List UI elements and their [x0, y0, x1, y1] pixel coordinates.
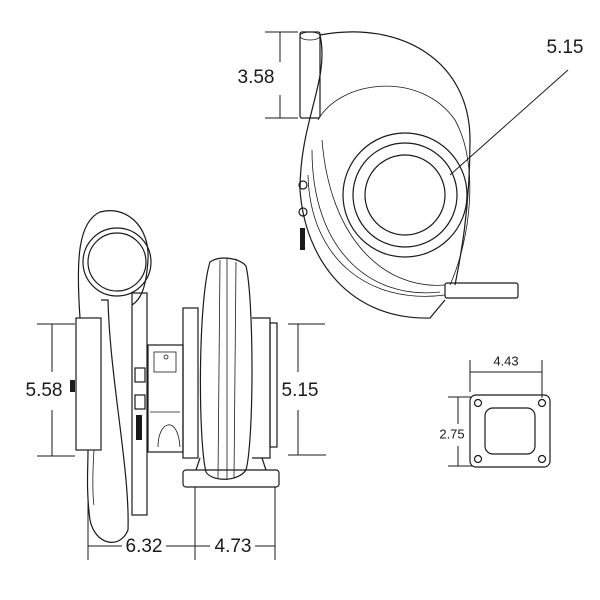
inlet-outer-ring [342, 132, 468, 258]
inlet-ring [352, 142, 458, 248]
compressor-housing-side [199, 257, 253, 480]
compressor-backplate [182, 307, 199, 459]
turbine-inlet-port [87, 232, 147, 292]
turbine-flange-view: 4.43 2.75 [439, 353, 551, 468]
dim-turbine-width: 6.32 [126, 536, 163, 557]
dim-compressor-outlet: 3.58 [238, 67, 275, 88]
compressor-front-view: 3.58 5.15 [238, 31, 584, 319]
dim-side-turbine: 5.58 [26, 380, 63, 401]
dim-compressor-width: 4.73 [215, 536, 252, 557]
turbine-housing-side [75, 317, 102, 451]
compressor-housing-outline [299, 31, 471, 319]
compressor-outlet-tube [299, 31, 321, 119]
compressor-inlet-lip [269, 322, 278, 448]
turbo-side-view: 5.58 5.15 6.32 4.73 [26, 210, 326, 560]
volute-inner-line [307, 85, 471, 297]
compressor-outlet-flange [182, 469, 280, 488]
turbine-plate [131, 292, 148, 516]
center-housing [147, 344, 184, 453]
turbine-inlet-housing [77, 210, 149, 319]
flange-port [484, 407, 536, 455]
dim-flange-width: 4.43 [493, 353, 518, 368]
discharge-flange [444, 282, 519, 299]
dim-compressor-inlet: 5.15 [547, 37, 584, 58]
dim-flange-height: 2.75 [439, 426, 464, 441]
turbine-volute [86, 299, 129, 543]
dim-side-compressor: 5.15 [282, 380, 319, 401]
flange-plate [469, 394, 551, 468]
inlet-bore [364, 154, 446, 236]
